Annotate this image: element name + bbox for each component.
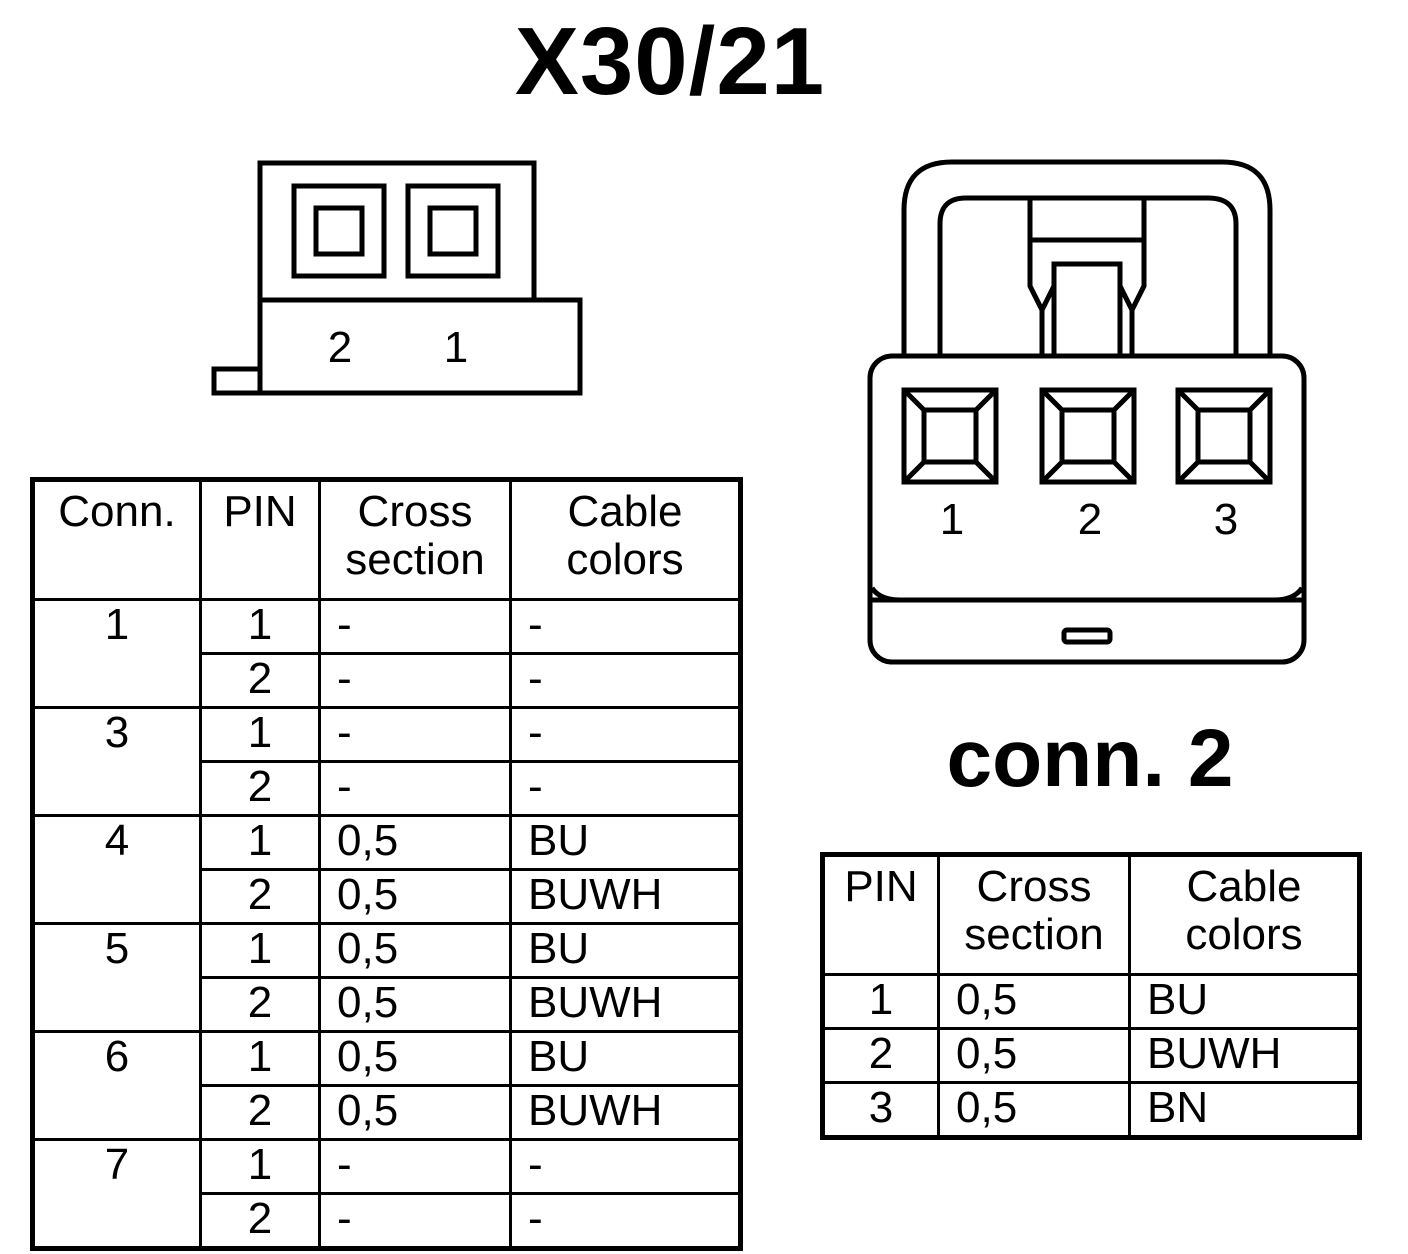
table-row: 6 1 0,5 BU [31, 1030, 742, 1141]
pin-cell: 2 [199, 868, 321, 925]
table-row: 2 - - [33, 1192, 742, 1250]
pin-cell: 2 [199, 760, 321, 817]
conn-cell: 3 [31, 706, 202, 817]
pin-cell: 2 [199, 976, 321, 1033]
cross-cell: - [318, 706, 512, 763]
conn2-pin-label-1: 1 [940, 495, 964, 544]
pin-cell: 2 [199, 1192, 321, 1250]
pin-cell: 1 [821, 973, 940, 1030]
conn2-pin-label-3: 3 [1214, 495, 1238, 544]
conn-cell: 4 [31, 814, 202, 925]
color-cell: BU [1128, 973, 1361, 1030]
pin-cell: 1 [199, 598, 321, 655]
color-cell: BU [509, 922, 742, 979]
conn-cell: 7 [31, 1138, 202, 1250]
header-pin: PIN [821, 853, 940, 976]
table-row: 1 0,5 BU [821, 973, 1361, 1030]
page-title: X30/21 [514, 8, 826, 115]
header-color-line2: colors [1185, 910, 1303, 959]
pin-cell: 1 [199, 1138, 321, 1195]
two-pin-connector-icon [211, 160, 583, 396]
cross-cell: - [318, 598, 512, 655]
color-cell: BU [509, 814, 742, 871]
header-pin: PIN [199, 478, 321, 601]
cross-cell: - [318, 652, 512, 709]
pin-cell: 1 [199, 814, 321, 871]
color-cell: - [509, 652, 742, 709]
color-cell: - [509, 706, 742, 763]
pin-cell: 2 [821, 1027, 940, 1084]
color-cell: BN [1128, 1081, 1361, 1139]
cross-cell: 0,5 [318, 1030, 512, 1087]
pin-cell: 2 [199, 652, 321, 709]
pin-cell: 1 [199, 706, 321, 763]
cross-cell: 0,5 [318, 976, 512, 1033]
header-color-line1: Cable [1186, 862, 1302, 911]
cross-cell: 0,5 [937, 973, 1131, 1030]
pin-cell: 1 [199, 1030, 321, 1087]
header-color-line2: colors [566, 535, 684, 584]
conn-cell: 5 [31, 922, 202, 1033]
color-cell: BUWH [1128, 1027, 1361, 1084]
color-cell: BU [509, 1030, 742, 1087]
table-row: 2 0,5 BUWH [821, 1027, 1361, 1084]
table-row: 2 0,5 BUWH [33, 976, 742, 1033]
table-row: 2 0,5 BUWH [33, 868, 742, 925]
table-row: 3 0,5 BN [821, 1081, 1361, 1139]
color-cell: - [509, 1138, 742, 1195]
header-pin-label: PIN [223, 487, 297, 536]
conn-cell: 1 [31, 598, 202, 709]
header-conn-label: Conn. [58, 487, 176, 536]
header-cross-line1: Cross [357, 487, 473, 536]
table-row: 4 1 0,5 BU [31, 814, 742, 925]
table-row: 2 - - [33, 652, 742, 709]
conn2-pin-label-2: 2 [1078, 495, 1102, 544]
header-conn: Conn. [31, 478, 202, 601]
cross-cell: - [318, 1138, 512, 1195]
pin-cell: 2 [199, 1084, 321, 1141]
conn-cell: 6 [31, 1030, 202, 1141]
color-cell: BUWH [509, 976, 742, 1033]
table-row: 2 - - [33, 760, 742, 817]
table-row: 2 0,5 BUWH [33, 1084, 742, 1141]
cross-cell: - [318, 760, 512, 817]
header-cross-line2: section [964, 910, 1104, 959]
pin-cell: 3 [821, 1081, 940, 1139]
cross-cell: 0,5 [937, 1081, 1131, 1139]
table-row: 7 1 - - [31, 1138, 742, 1250]
color-cell: - [509, 760, 742, 817]
color-cell: - [509, 1192, 742, 1250]
cross-cell: 0,5 [318, 1084, 512, 1141]
conn2-title: conn. 2 [946, 713, 1234, 804]
color-cell: BUWH [509, 1084, 742, 1141]
pin-cell: 1 [199, 922, 321, 979]
table-row: 3 1 - - [31, 706, 742, 817]
color-cell: - [509, 598, 742, 655]
cross-cell: 0,5 [937, 1027, 1131, 1084]
x30-pin-label-1: 1 [444, 323, 468, 372]
table-row: 5 1 0,5 BU [31, 922, 742, 1033]
cross-cell: 0,5 [318, 922, 512, 979]
cross-cell: 0,5 [318, 868, 512, 925]
table-row: 1 1 - - [31, 598, 742, 709]
color-cell: BUWH [509, 868, 742, 925]
three-pin-connector-icon [867, 159, 1307, 665]
cross-cell: - [318, 1192, 512, 1250]
header-pin-label: PIN [844, 862, 918, 911]
header-cross-line2: section [345, 535, 485, 584]
x30-pin-label-2: 2 [328, 323, 352, 372]
header-color-line1: Cable [567, 487, 683, 536]
cross-cell: 0,5 [318, 814, 512, 871]
header-cross-line1: Cross [976, 862, 1092, 911]
